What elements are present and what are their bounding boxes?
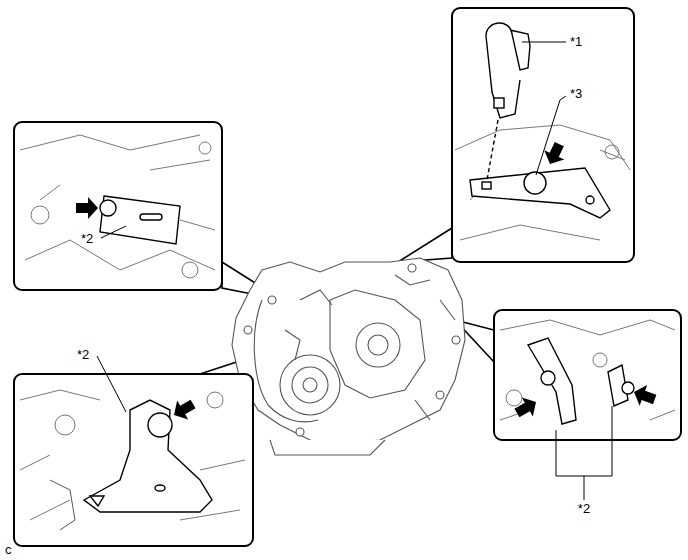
leader-line — [97, 42, 612, 500]
bracket — [84, 400, 212, 512]
callout-number: *1 — [569, 35, 583, 49]
detail-sketch — [20, 135, 215, 278]
bracket — [100, 196, 180, 244]
callout-number: *2 — [577, 502, 591, 516]
callout-number: *2 — [76, 348, 90, 362]
direction-arrow — [76, 139, 658, 424]
callout-number: *3 — [569, 87, 583, 101]
clamp-and-bracket — [470, 23, 610, 218]
figure-code: c — [4, 543, 13, 557]
callout-number: *2 — [80, 232, 94, 246]
transaxle-body — [232, 258, 465, 455]
bracket — [528, 338, 634, 424]
detail-sketch — [455, 125, 630, 240]
detail-sketch — [20, 390, 245, 530]
detail-panel — [14, 8, 681, 546]
